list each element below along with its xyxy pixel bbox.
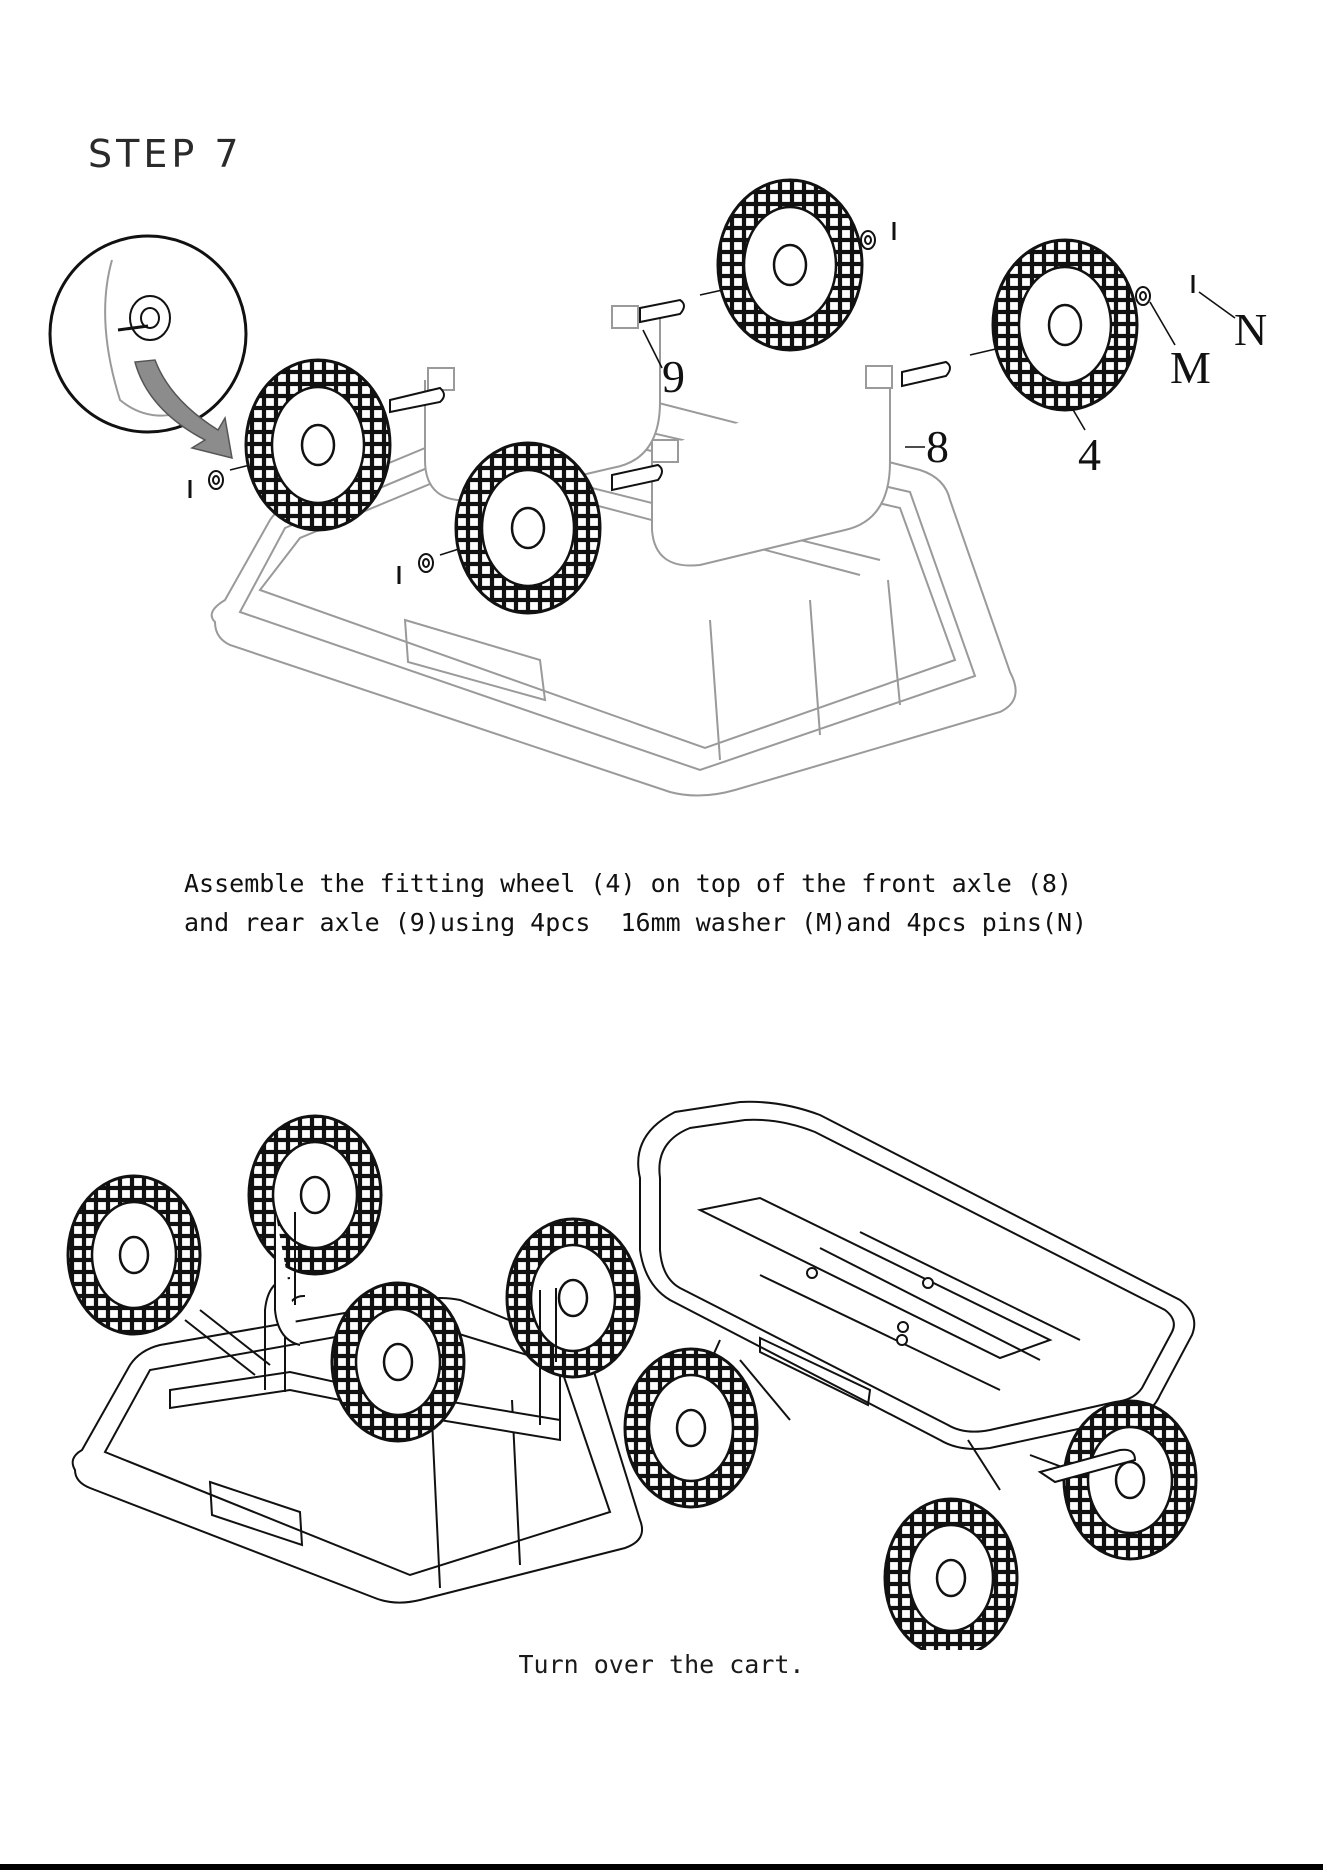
wheel-upside-left	[68, 1176, 200, 1334]
caption-text: Turn over the cart.	[0, 1650, 1323, 1679]
turn-over-illustration	[0, 1090, 1323, 1650]
wheel-upside-right	[507, 1219, 639, 1377]
wheel-front-center	[456, 443, 600, 613]
callout-rear-axle: 9	[662, 351, 685, 402]
wheel-right	[993, 240, 1137, 410]
instruction-line-2: and rear axle (9)using 4pcs 16mm washer …	[184, 908, 1087, 937]
instruction-text: Assemble the fitting wheel (4) on top of…	[184, 864, 1087, 942]
front-axle-8	[652, 366, 892, 566]
wheel-upright-left	[625, 1349, 757, 1507]
wheel-upright-front	[885, 1499, 1017, 1650]
wheel-left	[246, 360, 390, 530]
callout-front-axle: 8	[926, 421, 949, 472]
callout-wheel: 4	[1078, 429, 1101, 480]
wheel-upside-front	[332, 1283, 464, 1441]
page-bottom-rule	[0, 1864, 1323, 1870]
wheel-upright-back	[1064, 1401, 1196, 1559]
wheel-upside-back	[249, 1116, 381, 1274]
callout-washer: M	[1170, 342, 1211, 393]
instruction-line-1: Assemble the fitting wheel (4) on top of…	[184, 869, 1072, 898]
callout-pin: N	[1234, 304, 1267, 355]
detail-inset	[50, 236, 246, 432]
assembly-exploded-illustration: 9 8 4 M N	[0, 160, 1323, 820]
wheel-top-center	[718, 180, 862, 350]
